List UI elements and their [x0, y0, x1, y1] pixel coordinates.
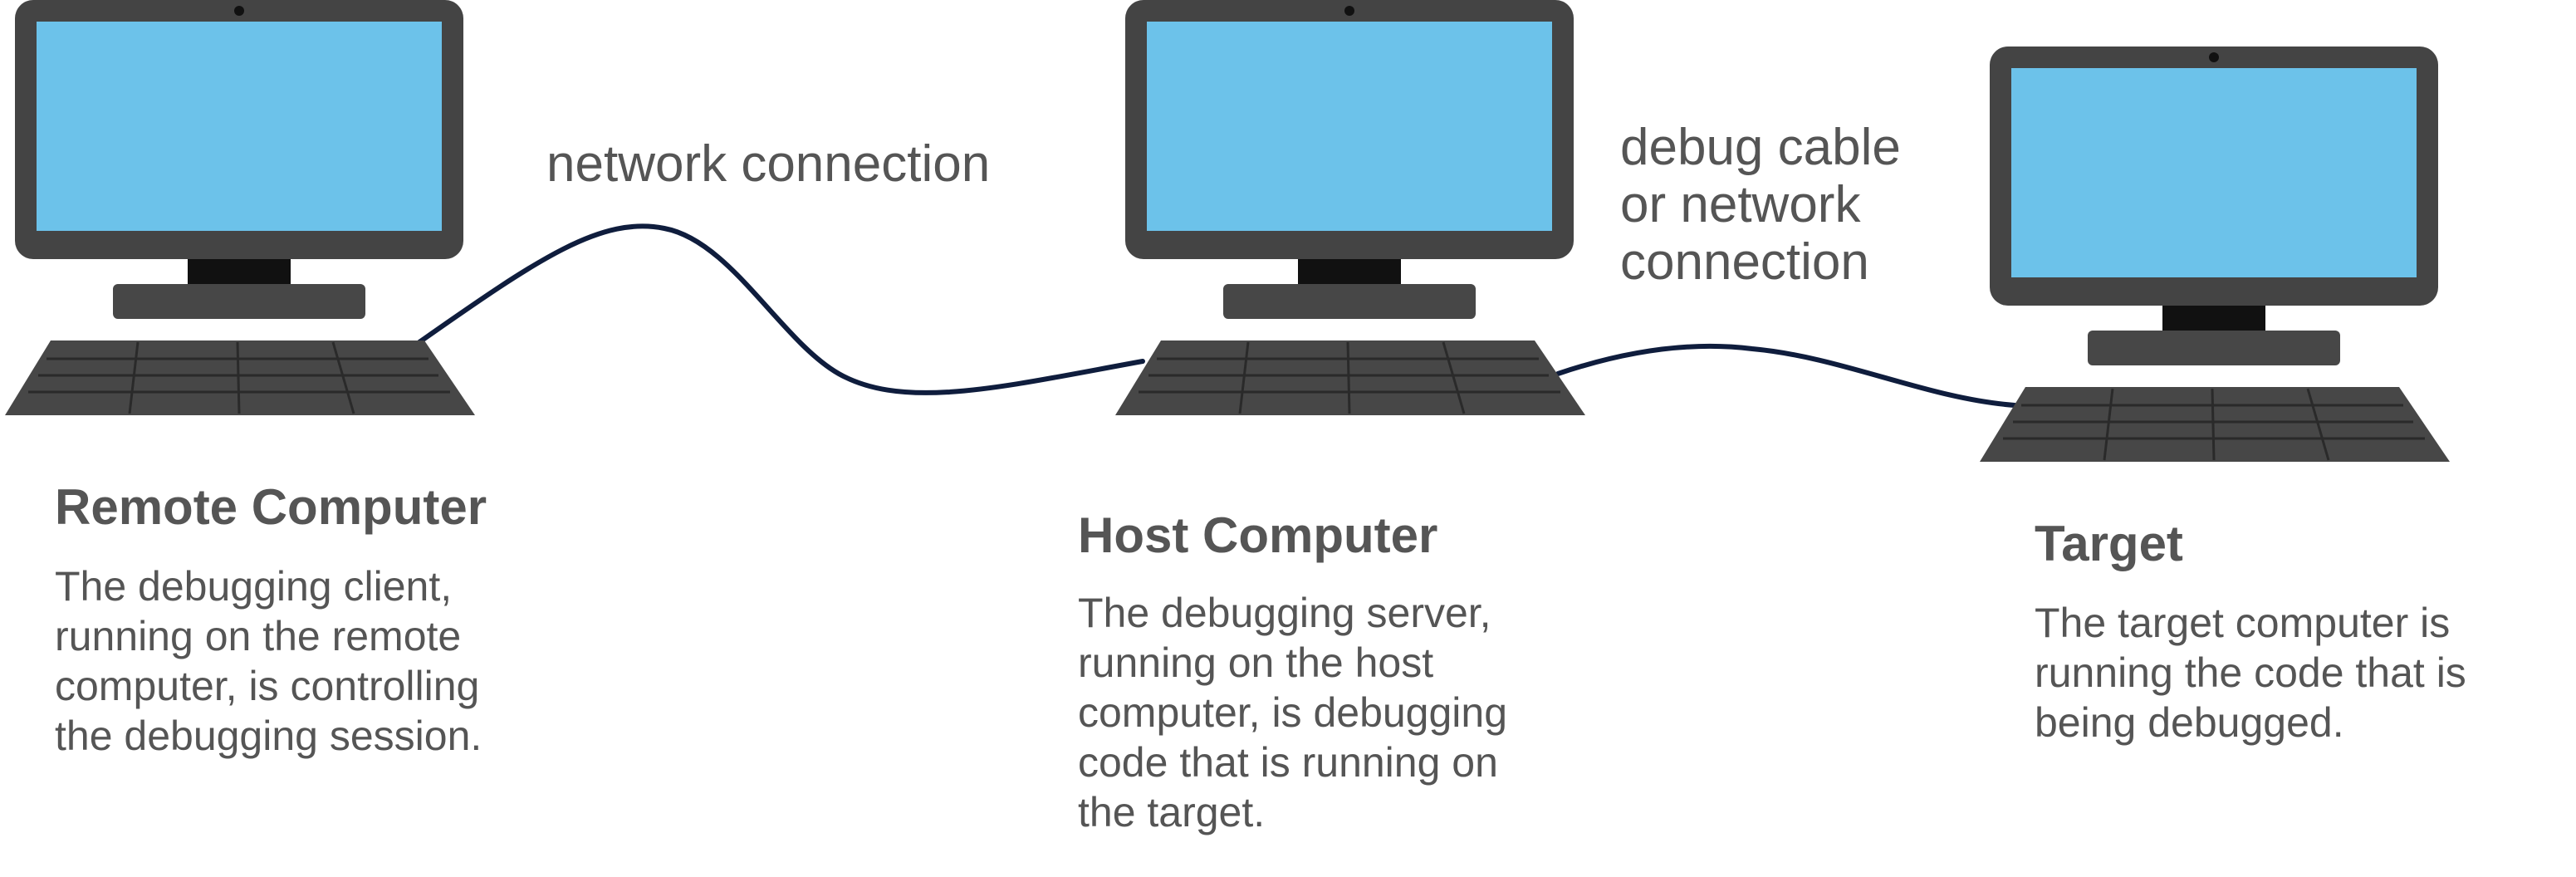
remote-computer-icon: [5, 0, 475, 417]
monitor-base: [1223, 284, 1476, 319]
keyboard-icon: [1115, 341, 1585, 415]
host-computer-description: The debugging server, running on the hos…: [1078, 588, 1507, 837]
keyboard-icon: [5, 341, 475, 415]
target-computer-icon: [1980, 47, 2450, 463]
target-title: Target: [2035, 515, 2183, 573]
keyboard-icon: [1980, 387, 2450, 462]
target-description: The target computer is running the code …: [2035, 598, 2466, 747]
host-computer-title: Host Computer: [1078, 507, 1437, 565]
host-computer-icon: [1115, 0, 1585, 417]
monitor: [15, 0, 463, 259]
monitor: [1125, 0, 1574, 259]
remote-computer-description: The debugging client, running on the rem…: [55, 561, 482, 761]
monitor-base: [113, 284, 365, 319]
remote-computer-title: Remote Computer: [55, 478, 487, 536]
monitor-base: [2088, 331, 2340, 365]
network-cable: [419, 226, 1143, 393]
monitor: [1990, 47, 2438, 306]
debug-connection-label: debug cable or network connection: [1620, 119, 1901, 291]
debug-cable: [1558, 346, 2015, 405]
network-connection-label: network connection: [546, 135, 990, 193]
